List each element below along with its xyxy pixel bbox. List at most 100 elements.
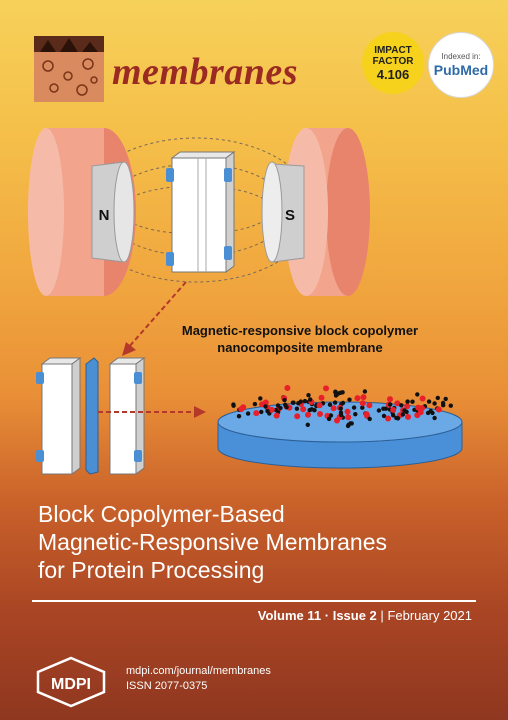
nanoparticle	[363, 411, 370, 418]
nanoparticle	[381, 406, 386, 411]
nanoparticle	[305, 411, 311, 418]
nanoparticle	[332, 400, 338, 405]
nanoparticle	[259, 409, 264, 415]
mdpi-logo: MDPI	[36, 656, 106, 708]
figure-caption-line-2: nanocomposite membrane	[217, 340, 383, 355]
nanoparticle	[432, 401, 437, 406]
impact-factor-label-2: FACTOR	[372, 55, 414, 67]
membrane-module	[166, 151, 236, 273]
nanoparticle	[328, 413, 334, 418]
article-title-line-2: Magnetic-Responsive Membranes	[38, 529, 387, 555]
nanoparticle	[362, 389, 368, 394]
nanoparticle	[359, 400, 366, 407]
nanoparticle	[253, 410, 260, 417]
nanoparticle	[307, 407, 312, 413]
nanoparticle	[405, 413, 411, 420]
nanoparticle	[291, 400, 296, 405]
nanoparticle	[367, 416, 372, 422]
nanoparticle	[419, 395, 426, 402]
nanoparticle	[302, 398, 308, 404]
nanoparticle	[282, 397, 287, 403]
nanoparticle	[300, 406, 307, 413]
nanoparticle	[432, 415, 437, 421]
mdpi-logo-text: MDPI	[51, 676, 91, 693]
issue-date: February 2021	[387, 608, 472, 623]
nanoparticle	[265, 408, 270, 414]
nanoparticle	[399, 403, 404, 408]
nanoparticle	[284, 385, 291, 391]
nanoparticle	[245, 411, 251, 416]
nanoparticle	[360, 394, 367, 401]
journal-title: membranes	[112, 51, 299, 93]
nanoparticle	[308, 397, 313, 402]
nanoparticle	[351, 405, 357, 410]
nanoparticle	[294, 406, 300, 411]
nanoparticle-layer	[231, 385, 453, 429]
article-title: Block Copolymer-Based Magnetic-Responsiv…	[38, 500, 478, 584]
nanoparticle	[426, 399, 432, 404]
north-pole-label: N	[99, 207, 110, 224]
nanoparticle	[347, 397, 352, 402]
nanoparticle	[334, 417, 340, 424]
nanoparticle	[443, 396, 448, 402]
issn: ISSN 2077-0375	[126, 680, 208, 692]
nanoparticle	[273, 412, 280, 419]
nanoparticle	[381, 413, 387, 419]
cover-figure: N S	[28, 128, 463, 475]
nanoparticle	[316, 402, 323, 409]
nanoparticle	[366, 402, 373, 409]
nanoparticle	[305, 422, 310, 427]
nanoparticle	[385, 415, 392, 422]
south-magnet: S	[261, 128, 370, 296]
nanoparticle	[387, 396, 393, 403]
exploded-module	[36, 357, 146, 475]
north-magnet: N	[28, 128, 136, 296]
nanoparticle	[334, 392, 339, 398]
nanoparticle	[354, 395, 361, 402]
nanoparticle	[394, 415, 399, 421]
nanoparticle	[410, 399, 415, 404]
nanoparticle	[263, 404, 268, 409]
nanoparticle	[394, 400, 401, 407]
figure-caption: Magnetic-responsive block copolymer nano…	[170, 322, 430, 356]
nanoparticle	[448, 403, 453, 408]
issue-info: Volume 11 · Issue 2 | February 2021	[258, 608, 472, 623]
south-pole-label: S	[285, 207, 295, 224]
nanoparticle	[340, 390, 345, 395]
nanoparticle	[415, 392, 420, 397]
nanoparticle	[333, 389, 338, 394]
article-title-line-1: Block Copolymer-Based	[38, 501, 285, 527]
volume-label: Volume 11	[257, 608, 322, 623]
impact-factor-value: 4.106	[376, 66, 410, 82]
nanoparticle	[294, 413, 301, 420]
nanoparticle	[344, 408, 351, 415]
nanoparticle	[298, 399, 303, 404]
nanoparticle	[338, 406, 343, 411]
nanoparticle	[360, 405, 365, 410]
nanoparticle	[240, 404, 247, 411]
article-title-line-3: for Protein Processing	[38, 557, 265, 583]
nanoparticle	[404, 409, 409, 415]
nanoparticle	[400, 412, 406, 417]
nanoparticle	[376, 408, 382, 413]
issue-date-separator: |	[380, 608, 384, 623]
nanoparticle	[326, 416, 332, 422]
journal-url[interactable]: mdpi.com/journal/membranes	[126, 665, 271, 677]
nanoparticle	[345, 414, 352, 421]
nanoparticle	[236, 414, 242, 419]
journal-logo-icon	[34, 36, 104, 102]
nanoparticle	[330, 405, 337, 412]
nanoparticle	[338, 412, 344, 418]
nanoparticle	[327, 402, 333, 407]
nanoparticle	[435, 395, 440, 401]
nanoparticle	[317, 411, 323, 417]
nanoparticle	[231, 403, 236, 408]
pubmed-label: PubMed	[433, 62, 489, 78]
nanoparticle	[306, 393, 311, 398]
nanoparticle	[390, 406, 397, 413]
nanoparticle	[435, 406, 442, 413]
volume-issue-separator: ·	[324, 608, 330, 623]
nanoparticle	[353, 412, 358, 417]
nanoparticle	[323, 385, 329, 392]
